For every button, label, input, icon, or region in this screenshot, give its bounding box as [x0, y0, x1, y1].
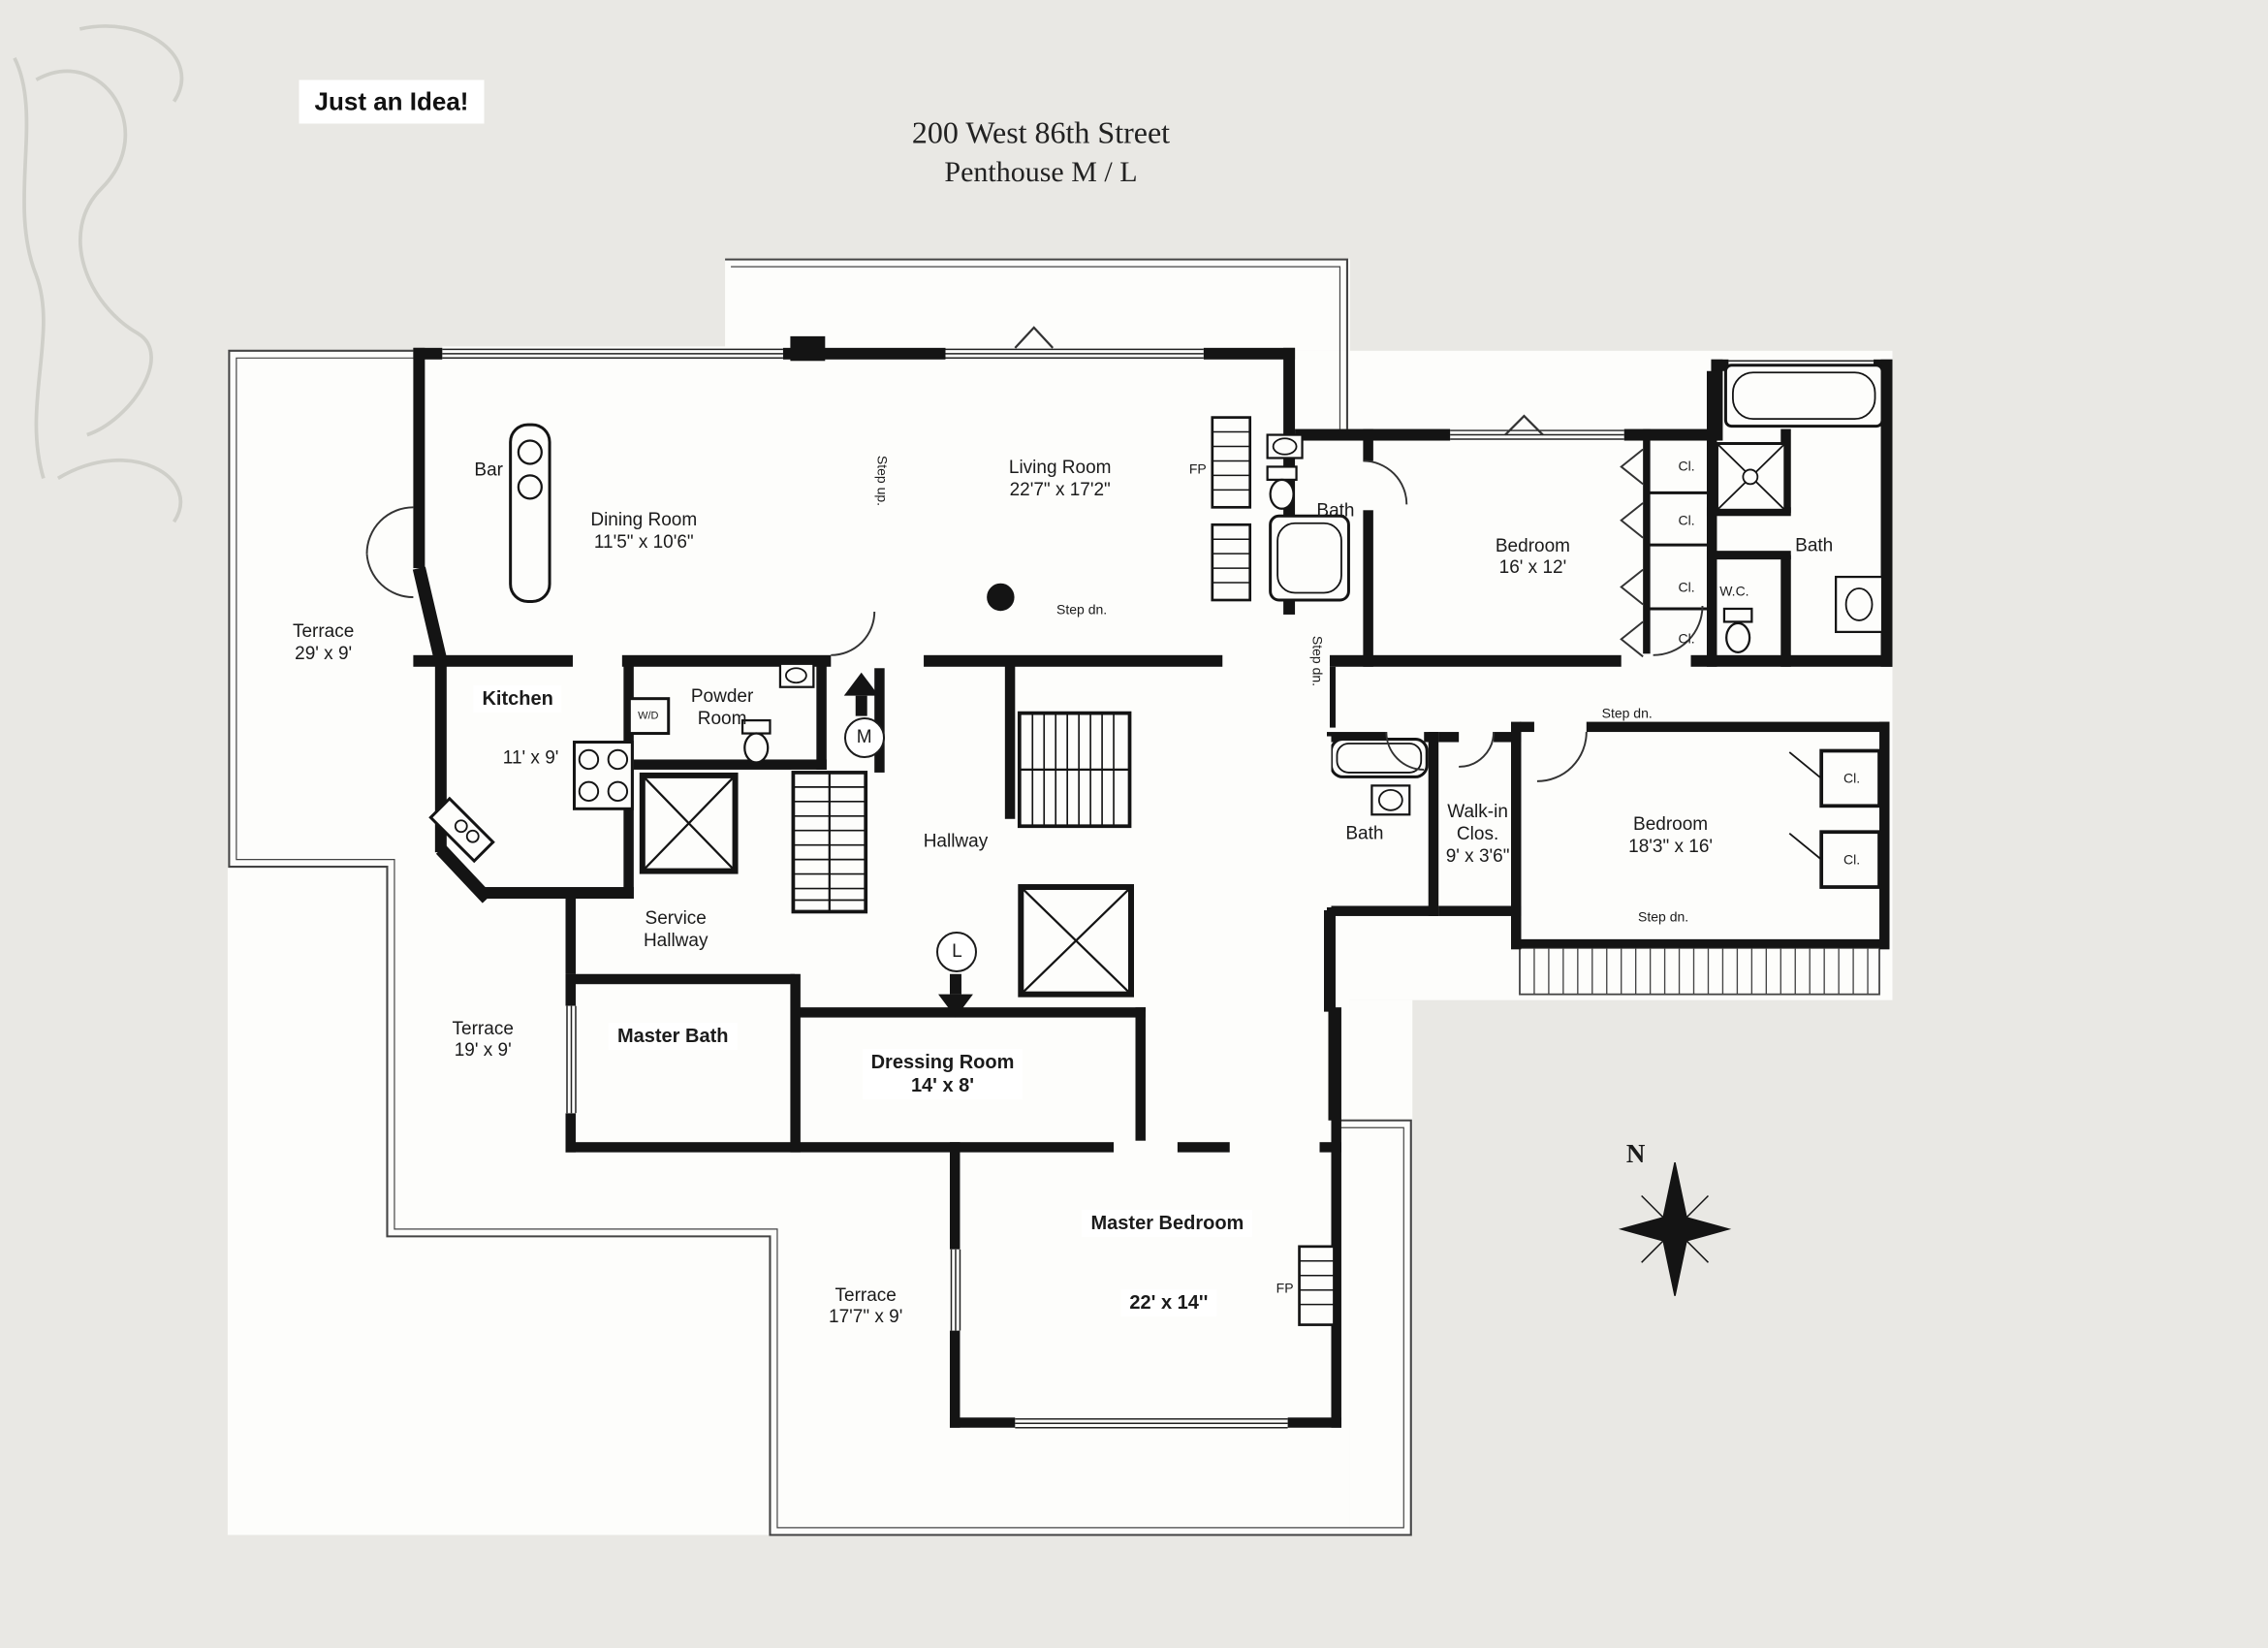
fireplace-living-icon: [1211, 416, 1252, 602]
pencil-squiggles: [13, 24, 184, 523]
erase-patches: [1145, 614, 1332, 1140]
wc-label: W.C.: [1719, 583, 1749, 599]
closet6-label: Cl.: [1843, 851, 1861, 868]
closet5-label: Cl.: [1843, 770, 1861, 786]
bar-counter: [509, 423, 551, 603]
stair-lower: [1017, 711, 1132, 829]
powder-sink-icon: [778, 662, 815, 688]
mid-bath-tub-icon: [1329, 738, 1429, 778]
stove-icon: [572, 741, 634, 810]
column-icon: [987, 583, 1015, 612]
bath-top-toilet-icon: [1266, 465, 1298, 510]
elevator-shaft-2: [1018, 884, 1134, 998]
step-dn-bedroom1-label: Step dn.: [1601, 705, 1653, 721]
terrace-boundary-lines: [228, 258, 1412, 1537]
wc-toilet-icon: [1722, 607, 1753, 653]
washer-dryer-icon: [627, 697, 671, 736]
door-arcs: [365, 326, 1704, 782]
fixtures-group: [428, 364, 1884, 1326]
step-dn-living-label: Step dn.: [1056, 602, 1108, 618]
kitchen-dims-label: 11' x 9': [502, 748, 559, 770]
page-title-unit: Penthouse M / L: [944, 156, 1138, 188]
kitchen-label: Kitchen: [473, 684, 562, 713]
bath-top-label: Bath: [1316, 500, 1355, 522]
elevator-l-label: L: [936, 932, 978, 973]
fireplace-master-icon: [1298, 1245, 1336, 1326]
step-dn-corridor-label: Step dn.: [1308, 635, 1325, 686]
master-bedroom-label: Master Bedroom: [1082, 1209, 1253, 1237]
elevator-m-label: M: [843, 717, 885, 759]
step-up-label: Step up.: [874, 456, 891, 507]
powder-toilet-icon: [740, 718, 772, 764]
bar-label: Bar: [474, 460, 503, 481]
right-tub-icon: [1723, 364, 1884, 428]
page-title-address: 200 West 86th Street: [911, 114, 1171, 150]
bath-top-sink-icon: [1266, 433, 1304, 460]
bedroom2-step-band: [1519, 946, 1880, 996]
kitchen-counter: [428, 796, 495, 864]
step-dn-bedroom2-label: Step dn.: [1638, 909, 1689, 926]
arrow-up-icon: [843, 672, 879, 716]
stair-upper: [791, 771, 868, 914]
closet4-label: Cl.: [1678, 630, 1695, 647]
closet-shelves: [1649, 491, 1707, 611]
bath-top-tub-icon: [1269, 514, 1350, 602]
windows-group: [442, 346, 1874, 1431]
washer-dryer-label: W/D: [638, 710, 659, 722]
closet2-label: Cl.: [1678, 512, 1695, 528]
bedroom2-closets: [1788, 748, 1881, 889]
mid-bath-sink-icon: [1370, 784, 1411, 816]
master-bath-label: Master Bath: [608, 1023, 738, 1051]
north-label: N: [1625, 1138, 1646, 1168]
fireplace-master-label: FP: [1276, 1280, 1294, 1296]
elevator-shaft-1: [639, 772, 739, 874]
closet3-label: Cl.: [1678, 579, 1695, 595]
master-bedroom-dims-label: 22' x 14'': [1120, 1289, 1217, 1317]
shower-icon: [1715, 442, 1787, 512]
idea-note: Just an Idea!: [299, 79, 485, 124]
wall-diagonals: [412, 566, 492, 903]
compass-icon: [1618, 1161, 1732, 1296]
hallway-label: Hallway: [923, 831, 989, 852]
closet1-label: Cl.: [1678, 459, 1695, 475]
arrow-down-icon: [938, 973, 973, 1018]
right-bath-sink-icon: [1835, 575, 1884, 634]
fireplace-living-label: FP: [1188, 461, 1207, 478]
bath-mid-label: Bath: [1345, 823, 1384, 844]
bath-right-label: Bath: [1795, 535, 1834, 556]
